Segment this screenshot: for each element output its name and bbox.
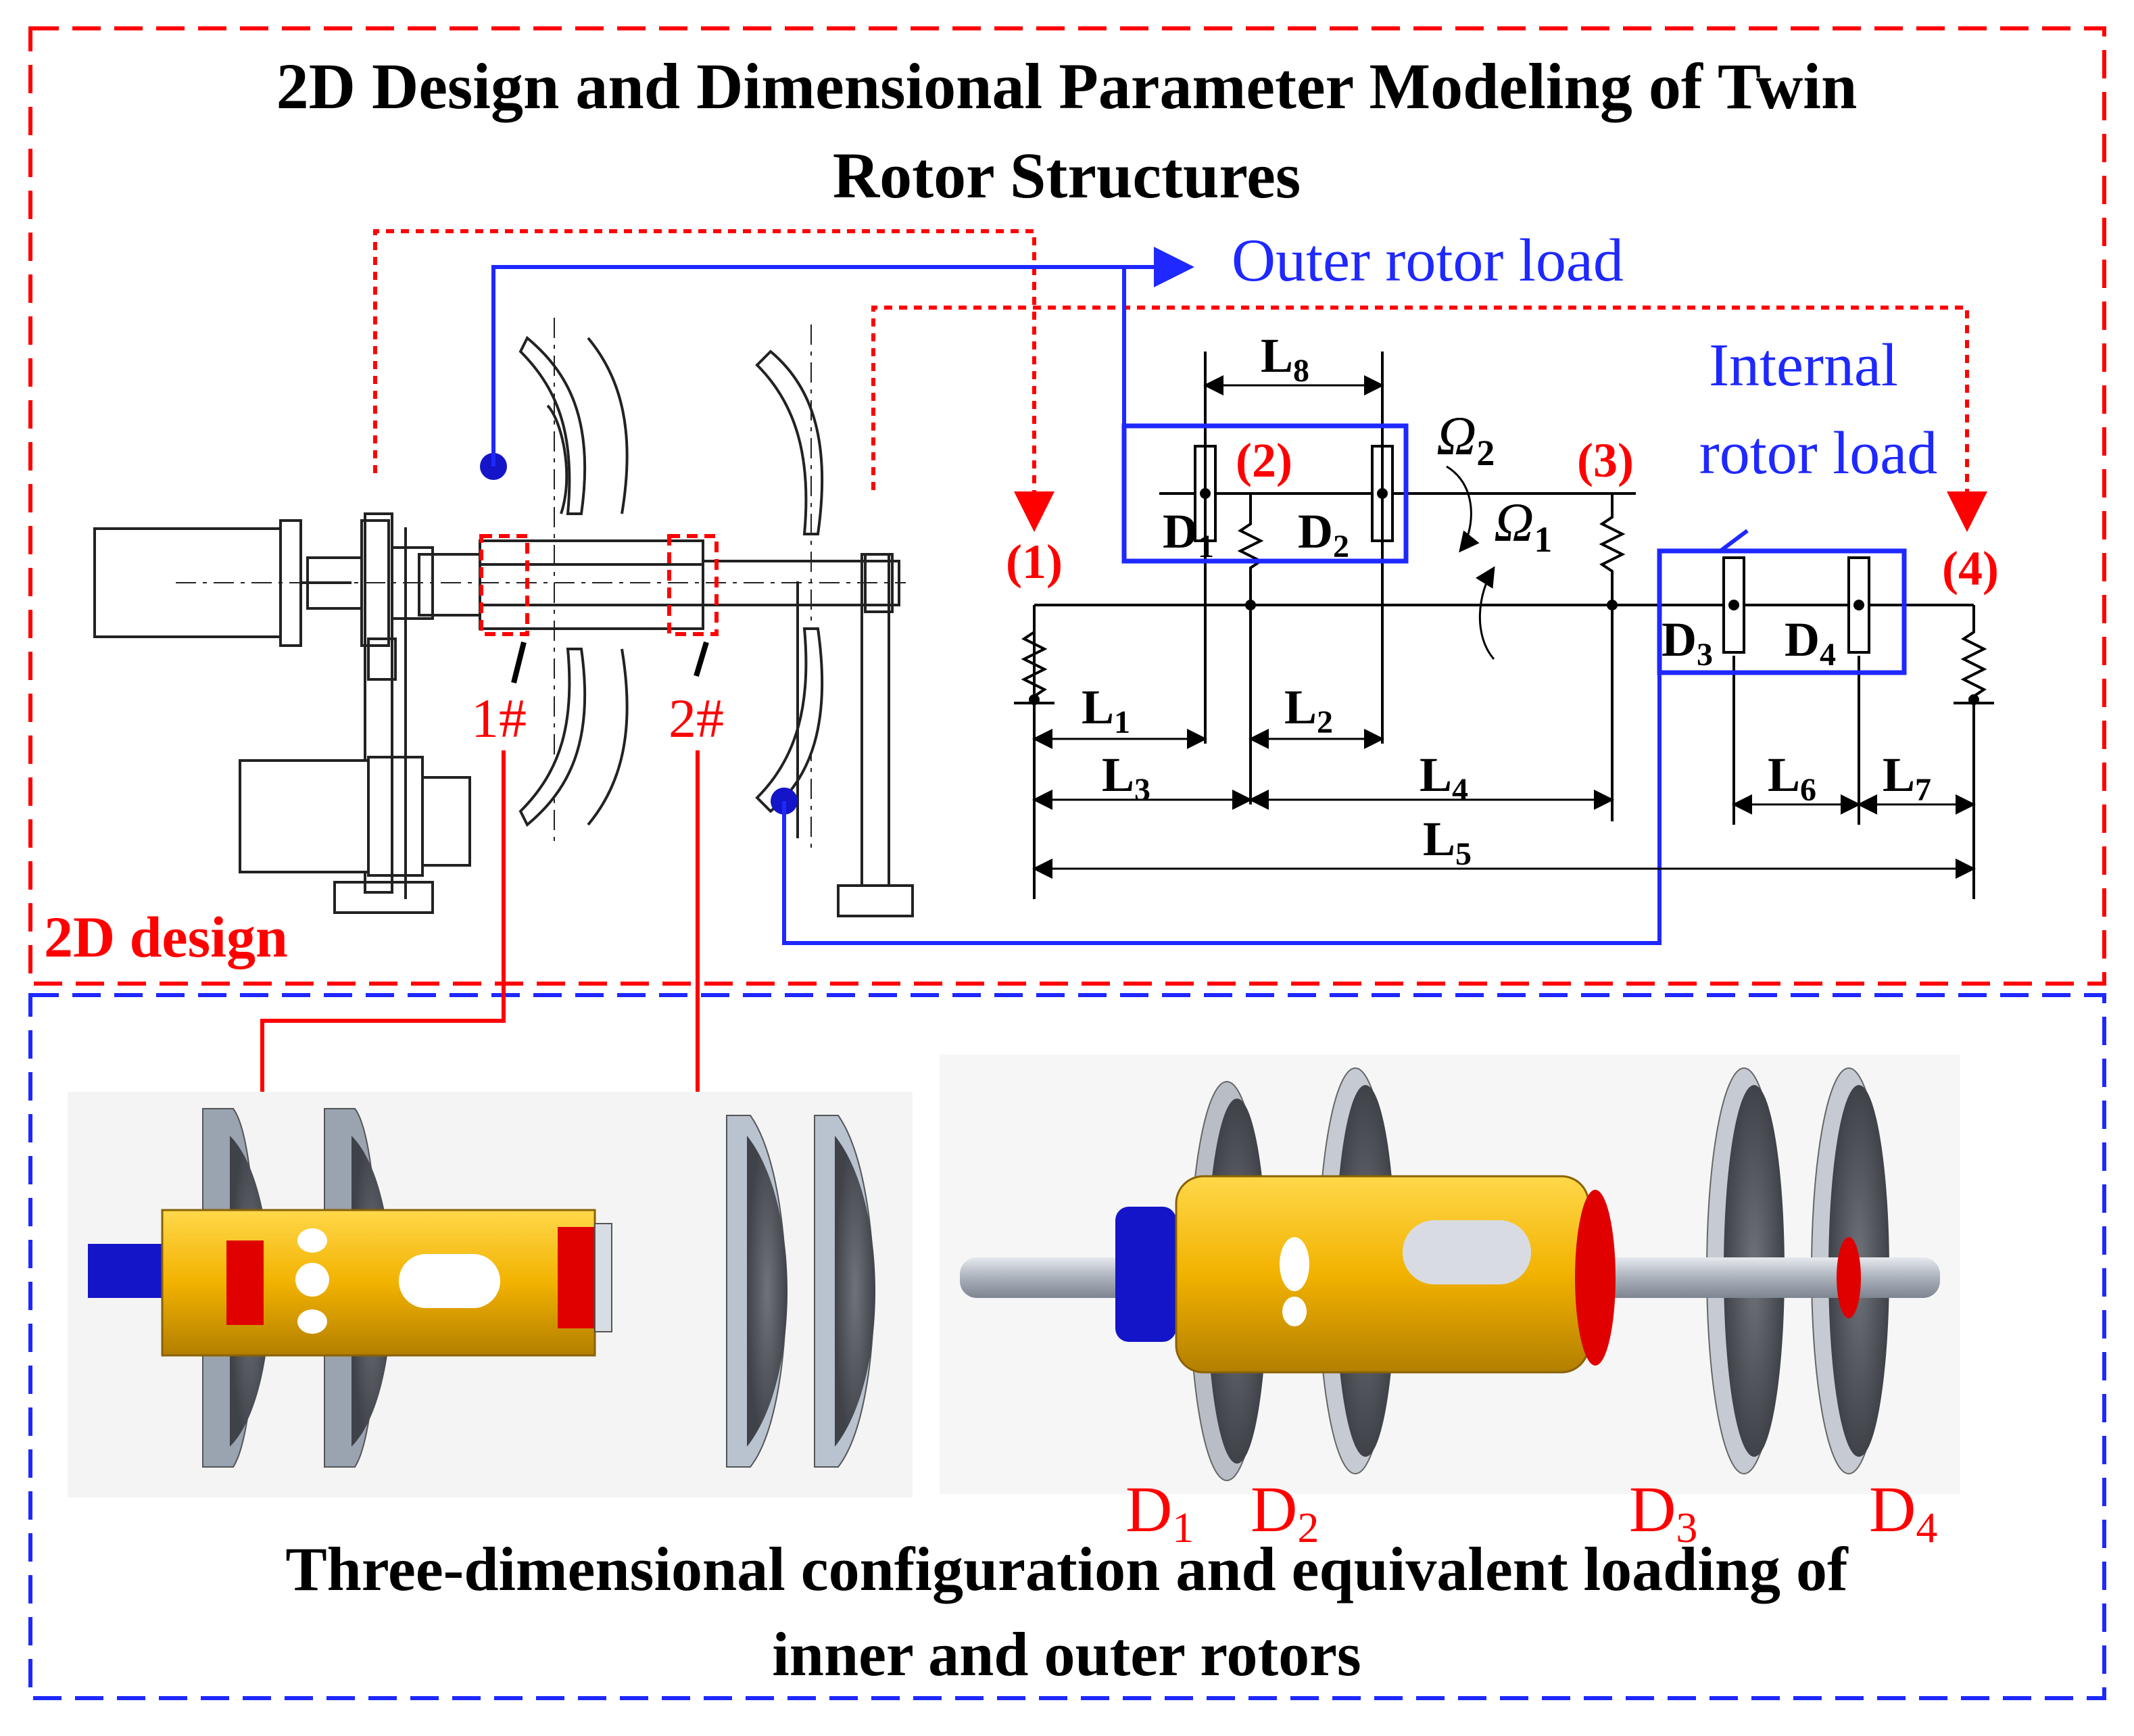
dim-l5-label: L5: [1423, 812, 1472, 872]
bearing-2-highlight: [667, 534, 719, 636]
support-1-label: (1): [1006, 535, 1063, 589]
schematic-d1-label: D1: [1163, 504, 1214, 564]
bottom-title-line1: Three-dimensional configuration and equi…: [285, 1535, 1849, 1604]
3d-d3-label: D3: [1629, 1473, 1697, 1551]
dim-l3-label: L3: [1102, 748, 1150, 808]
2d-design-label: 2D design: [44, 905, 288, 969]
dim-l2-label: L2: [1284, 680, 1333, 740]
schematic-d3-label: D3: [1662, 612, 1713, 673]
3d-assembly-view: [940, 1055, 1960, 1494]
support-2-label: (2): [1236, 433, 1292, 487]
bottom-title-line2: inner and outer rotors: [772, 1620, 1361, 1689]
inner-load-line: [782, 529, 1749, 945]
dim-l1-label: L1: [1082, 680, 1130, 740]
bearing-1-leader: [511, 642, 527, 683]
internal-rotor-load-label-1: Internal: [1709, 332, 1898, 399]
support-3-label: (3): [1577, 433, 1634, 487]
dim-l6-label: L6: [1768, 748, 1816, 808]
support-4-label: (4): [1942, 541, 1999, 596]
leader-support-1: [373, 229, 1054, 532]
outer-disk-box: [1121, 423, 1409, 564]
bearing-1-label: 1#: [471, 688, 527, 749]
dim-l7-label: L7: [1883, 748, 1931, 808]
3d-d2-label: D2: [1251, 1473, 1319, 1551]
schematic-d2-label: D2: [1298, 504, 1349, 564]
leader-support-4: [871, 306, 1987, 532]
schematic-d4-label: D4: [1785, 612, 1836, 673]
dim-l8-label: L8: [1261, 329, 1309, 389]
omega1-label: Ω1: [1494, 491, 1552, 560]
omega2-rotation-arrow: [1446, 465, 1480, 553]
bearing-2-leader: [694, 641, 709, 677]
3d-d4-label: D4: [1869, 1473, 1937, 1551]
bearing-1-highlight: [479, 534, 529, 636]
top-title-line2: Rotor Structures: [833, 139, 1301, 212]
dim-l4-label: L4: [1420, 748, 1468, 808]
internal-rotor-load-label-2: rotor load: [1699, 420, 1937, 487]
bearing-2-label: 2#: [669, 688, 724, 749]
outer-rotor-load-label: Outer rotor load: [1232, 227, 1624, 294]
3d-section-view: [68, 1092, 913, 1497]
bottom-panel-border: [28, 993, 2106, 1700]
outer-load-line: [491, 247, 1194, 466]
3d-d1-label: D1: [1125, 1473, 1194, 1551]
schematic-nodes: [1029, 488, 1979, 705]
inner-disk-box: [1657, 548, 1907, 675]
top-panel-border: [28, 26, 2106, 986]
dimension-lines: [1032, 375, 1976, 879]
cad-drawing: [93, 318, 914, 917]
omega2-label: Ω2: [1436, 405, 1495, 473]
top-title-line1: 2D Design and Dimensional Parameter Mode…: [276, 50, 1858, 122]
omega1-rotation-arrow: [1475, 566, 1495, 660]
